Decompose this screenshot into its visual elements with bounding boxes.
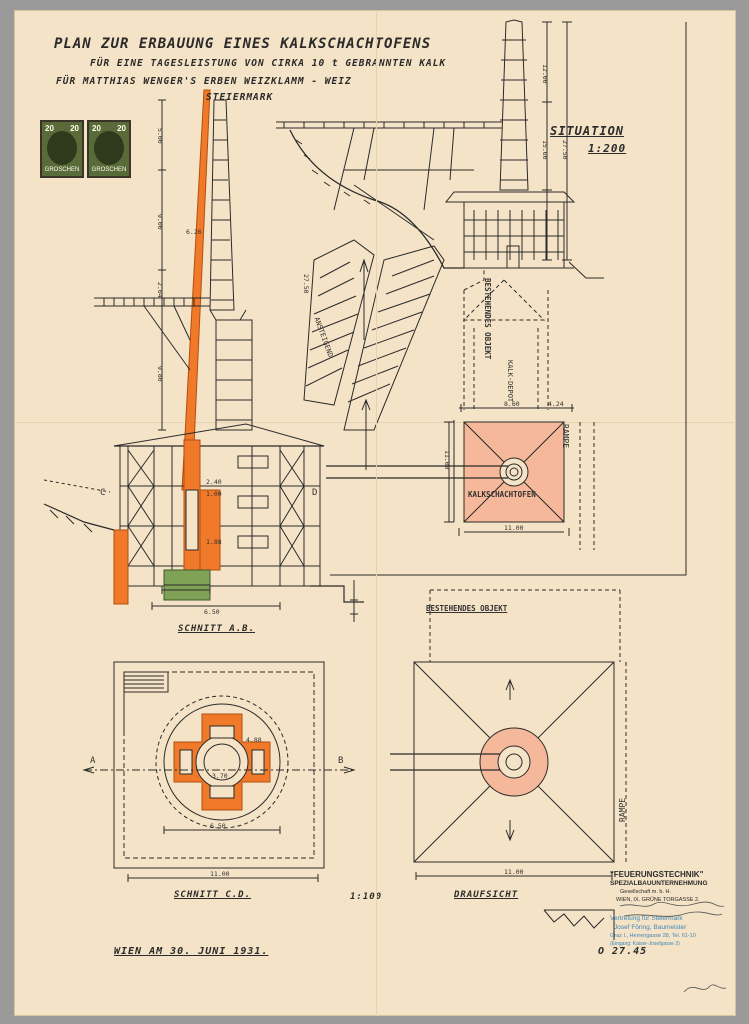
existing-object-label-bottom: BESTEHENDES OBJEKT	[426, 604, 508, 613]
dim-4-88: 4.88	[246, 736, 262, 744]
revenue-stamp: 20 20 GROSCHEN	[87, 120, 131, 178]
main-scale: 1:100	[350, 892, 383, 902]
rep-line-2: Josef Föring, Baumeister	[614, 924, 687, 931]
dim-5-00: 5.00	[156, 128, 164, 144]
stamp-value-left: 20	[92, 124, 101, 133]
situation-view	[276, 19, 604, 279]
company-type: SPEZIALBAUUNTERNEHMUNG	[610, 880, 708, 887]
company-address: WIEN, IX. GRÜNE TORGASSE 2.	[616, 897, 700, 903]
dim-8-60: 8.60	[504, 400, 520, 408]
company-legal: Gesellschaft m. b. H.	[620, 889, 672, 895]
cut-marker-b: B	[338, 756, 344, 766]
company-name: "FEUERUNGSTECHNIK"	[610, 870, 704, 879]
dim-2-04: 2.04	[156, 282, 164, 298]
eagle-emblem-icon	[47, 131, 77, 165]
situation-scale: 1:200	[588, 142, 627, 155]
dim-11-00-site: 11.00	[504, 524, 524, 532]
section-cd	[82, 661, 356, 882]
lime-kiln-label: KALKSCHACHTOFEN	[468, 490, 536, 499]
dim-3-70: 3.70	[212, 772, 228, 780]
drawing-date: WIEN AM 30. JUNI 1931.	[114, 946, 269, 957]
cut-marker-c: C	[100, 488, 106, 498]
dim-1-88: 1.88	[206, 538, 222, 546]
rep-line-4: (Eingang: Kaiser-Josefgasse 2)	[610, 941, 680, 947]
dim-2-40: 2.40	[206, 478, 222, 486]
cut-marker-d: D	[312, 488, 318, 498]
dim-12-00: 12.00	[541, 64, 549, 84]
title-line-4: STEIERMARK	[206, 92, 274, 103]
plan-view-label: DRAUFSICHT	[454, 890, 519, 900]
section-ab-label: SCHNITT A.B.	[178, 624, 256, 634]
dim-11-00-cd: 11.00	[210, 870, 230, 878]
dim-11-00-plan: 11.00	[504, 868, 524, 876]
dim-27-50-mid: 27.50	[302, 274, 310, 294]
ramp-label-bottom: RAMPE	[618, 797, 627, 822]
handwritten-signature	[619, 901, 727, 993]
site-plan	[303, 22, 687, 576]
dim-1-00: 1.00	[206, 490, 222, 498]
dim-6-50-plan: 6.50	[210, 822, 226, 830]
stamp-value-left: 20	[45, 124, 54, 133]
dim-4-24: 4.24	[548, 400, 564, 408]
title-line-3: FÜR MATTHIAS WENGER'S ERBEN WEIZKLAMM - …	[56, 76, 352, 87]
rep-line-3: Graz I., Herrengasse 28, Tel. 61-10	[610, 933, 696, 939]
dim-27-50-top: 27.50	[561, 140, 569, 160]
dim-11-00-site-vertical: 11.00	[443, 450, 451, 470]
drawing-sheet: PLAN ZUR ERBAUUNG EINES KALKSCHACHTOFENS…	[14, 10, 736, 1016]
eagle-emblem-icon	[94, 131, 124, 165]
cut-marker-a: A	[90, 756, 96, 766]
dim-9-00: 9.00	[156, 214, 164, 230]
section-cd-label: SCHNITT C.D.	[174, 890, 252, 900]
title-line-2: FÜR EINE TAGESLEISTUNG VON CIRKA 10 t GE…	[90, 58, 447, 69]
lime-depot-label: KALK-DEPOT	[506, 360, 514, 403]
dim-15-60: 15.60	[541, 140, 549, 160]
dim-6-50: 6.50	[204, 608, 220, 616]
technical-drawing	[43, 19, 687, 940]
rep-line-1: Vertretung für Steiermark	[610, 915, 683, 922]
dim-6-26: 6.26	[186, 228, 202, 236]
dim-9-80: 9.80	[156, 366, 164, 382]
drawing-number: O 27.45	[598, 946, 648, 957]
section-ab	[43, 89, 364, 622]
situation-label: SITUATION	[550, 124, 625, 138]
stamp-currency: GROSCHEN	[44, 167, 80, 173]
plan-view	[390, 589, 627, 940]
title-line-1: PLAN ZUR ERBAUUNG EINES KALKSCHACHTOFENS	[54, 36, 432, 52]
existing-object-label-top: BESTEHENDES OBJEKT	[483, 278, 492, 360]
revenue-stamp: 20 20 GROSCHEN	[40, 120, 84, 178]
stamp-value-right: 20	[117, 124, 126, 133]
ramp-label-right: RAMPE	[561, 424, 570, 449]
stamp-value-right: 20	[70, 124, 79, 133]
stamp-currency: GROSCHEN	[91, 167, 127, 173]
